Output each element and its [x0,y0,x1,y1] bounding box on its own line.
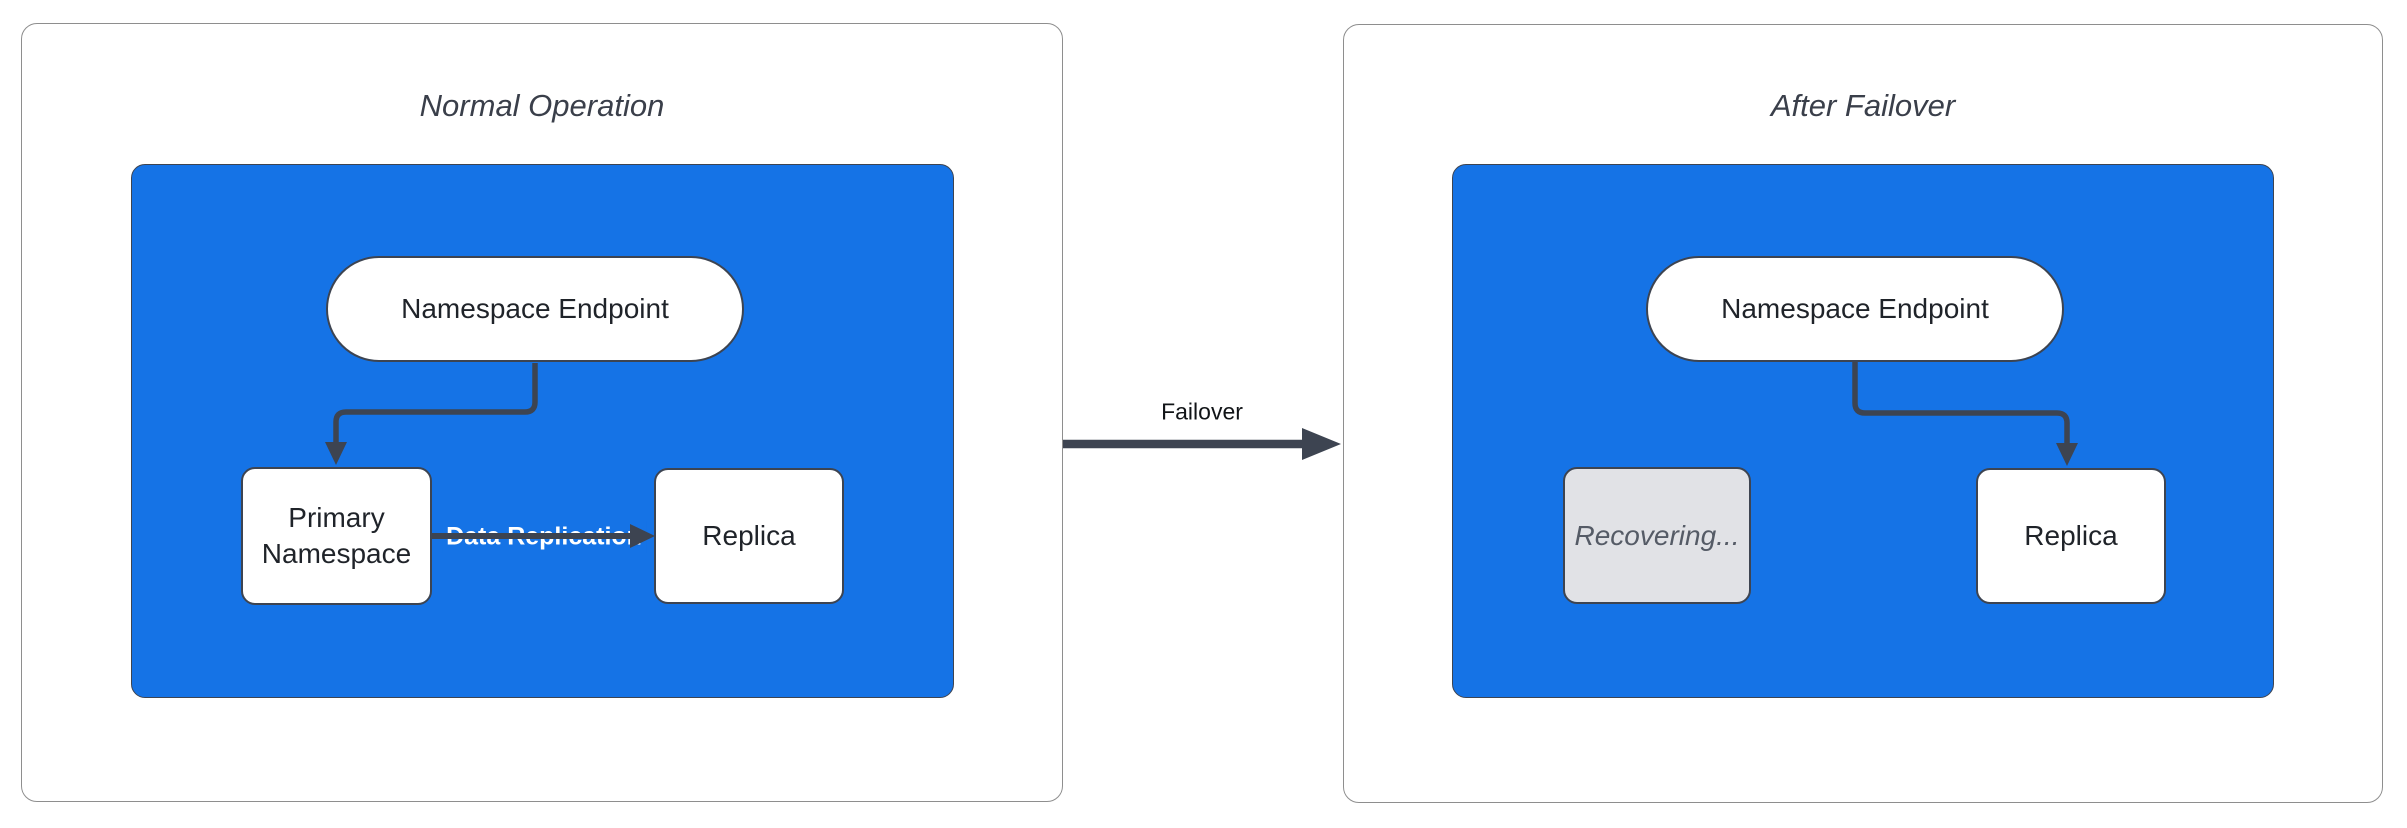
node-replica-failover: Replica [1976,468,2166,604]
panel-title-after-failover: After Failover [1770,88,1956,123]
node-replica-normal: Replica [654,468,844,604]
node-recovering: Recovering... [1563,467,1751,604]
node-label: Replica [2024,520,2118,552]
node-label: Replica [702,520,796,552]
node-label: Namespace Endpoint [1721,293,1989,325]
panel-after-failover: After Failover Namespace Endpoint Recove… [1343,24,2383,803]
node-primary-namespace: Primary Namespace [241,467,432,605]
failover-arrow-label: Failover [1161,398,1243,425]
node-namespace-endpoint-failover: Namespace Endpoint [1646,256,2064,362]
panel-title-normal-operation: Normal Operation [419,88,665,123]
node-label: Namespace Endpoint [401,293,669,325]
cluster-container-failover [1452,164,2274,698]
data-replication-label: Data Replication [442,520,646,554]
cluster-container-normal [131,164,954,698]
node-label: Recovering... [1574,519,1740,551]
node-namespace-endpoint-normal: Namespace Endpoint [326,256,744,362]
panel-normal-operation: Normal Operation Namespace Endpoint Prim… [21,23,1063,802]
node-label: Primary Namespace [261,502,412,569]
arrowhead-right-icon [1302,428,1341,460]
